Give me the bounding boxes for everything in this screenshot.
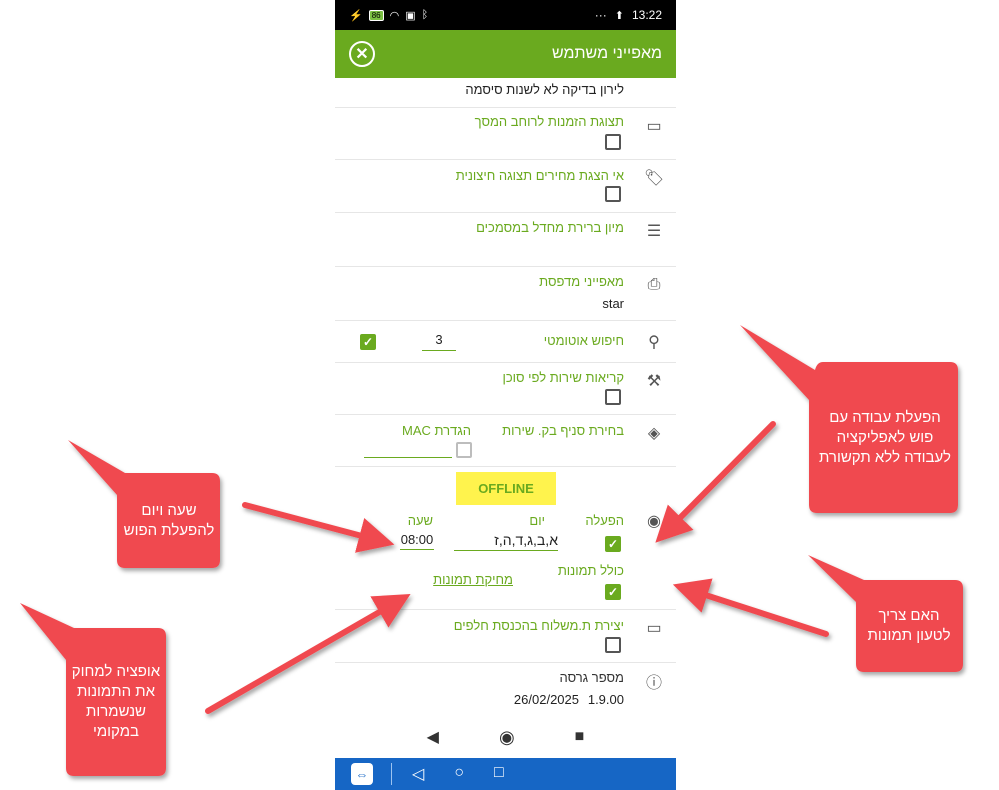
push-day-label: יום [529, 513, 545, 528]
version-label: מספר גרסה [559, 670, 624, 685]
charging-icon: ⚡ [349, 9, 363, 22]
branch-row[interactable]: ◈ בחירת סניף בק. שירות הגדרת MAC [335, 415, 676, 467]
auto-search-checkbox[interactable]: ✓ [360, 334, 376, 350]
more-notifications-icon: ··· [594, 8, 607, 22]
hide-prices-row[interactable]: 🏷 אי הצגת מחירים תצוגה חיצונית [335, 160, 676, 213]
battery-icon: 86 [368, 9, 384, 21]
mac-input[interactable] [364, 457, 452, 458]
callout-load-images-text: האם צריך לטעון תמונות [867, 606, 951, 644]
sort-default-row[interactable]: ☰ מיון ברירת מחדל במסמכים [335, 213, 676, 267]
service-calls-label: קריאות שירות לפי סוכן [502, 370, 624, 385]
status-bar: ⚡ 86 ◠ ▣ ᛒ ··· ⬆ 13:22 [335, 0, 676, 30]
layers-icon: ◈ [647, 425, 661, 442]
auto-search-count-input[interactable]: 3 [422, 332, 456, 351]
close-icon[interactable]: ✕ [349, 41, 375, 67]
user-row: לירון בדיקה לא לשנות סיסמה [335, 78, 676, 108]
printer-value: star [602, 296, 624, 311]
push-images-checkbox[interactable]: ✓ [605, 584, 621, 600]
filter-icon: ☰ [646, 223, 662, 240]
callout-delete-images-text: אופציה למחוק את התמונות שנשמרות במקומי [71, 662, 161, 741]
wifi-icon: ◠ [389, 9, 400, 22]
version-number: 1.9.00 [587, 692, 624, 707]
push-enable-checkbox[interactable]: ✓ [605, 536, 621, 552]
offline-button[interactable]: OFFLINE [456, 472, 556, 505]
remote-home-icon[interactable]: ○ [454, 764, 464, 781]
settings-list: לירון בדיקה לא לשנות סיסמה ▭ תצוגת הזמנו… [335, 78, 676, 723]
push-hour-input[interactable]: 08:00 [400, 532, 434, 550]
fullwidth-orders-checkbox[interactable] [605, 134, 621, 150]
auto-search-row[interactable]: ⚲ חיפוש אוטומטי 3 ✓ [335, 321, 676, 363]
version-row: ⓘ מספר גרסה 1.9.00 26/02/2025 [335, 663, 676, 723]
callout-time-day-text: שעה ויום להפעלת הפוש [123, 501, 215, 539]
fullwidth-orders-label: תצוגת הזמנות לרוחב המסך [474, 114, 624, 129]
search-icon: ⚲ [648, 334, 660, 351]
printer-label: מאפייני מדפסת [539, 274, 624, 289]
fullwidth-orders-row[interactable]: ▭ תצוגת הזמנות לרוחב המסך [335, 108, 676, 160]
user-name-text: לירון בדיקה לא לשנות סיסמה [465, 82, 624, 97]
printer-row[interactable]: ⎙ מאפייני מדפסת star [335, 267, 676, 321]
display-icon: ▭ [646, 118, 662, 135]
bluetooth-icon: ᛒ [421, 9, 429, 21]
service-calls-row[interactable]: ⚒ קריאות שירות לפי סוכן [335, 363, 676, 415]
remote-recents-icon[interactable]: □ [493, 764, 504, 781]
clock: 13:22 [631, 8, 662, 22]
service-calls-checkbox[interactable] [605, 389, 621, 405]
phone-screen: ⚡ 86 ◠ ▣ ᛒ ··· ⬆ 13:22 ✕ מאפייני משתמש ל… [335, 0, 676, 790]
hide-prices-label: אי הצגת מחירים תצוגה חיצונית [455, 168, 624, 183]
push-images-label: כולל תמונות [557, 563, 624, 578]
hide-prices-checkbox[interactable] [605, 186, 621, 202]
teamviewer-nav: ◁ ○ □ [412, 764, 504, 784]
push-signal-icon: ◉ [647, 513, 661, 530]
arrow-to-push-enable [655, 421, 776, 543]
tools-icon: ⚒ [646, 373, 662, 390]
status-icons-left: ⚡ 86 ◠ ▣ ᛒ [349, 9, 428, 22]
arrow-to-images-checkbox [672, 578, 829, 637]
android-nav-bar: ◀ ◉ ■ [335, 716, 676, 758]
remote-back-icon[interactable]: ◁ [412, 766, 425, 783]
delivery-note-label: יצירת ת.משלוח בהכנסת חלפים [453, 618, 624, 633]
mac-label: הגדרת MAC [402, 423, 471, 438]
home-icon[interactable]: ◉ [498, 726, 515, 747]
callout-push-work-text: הפעלת עבודה עם פוש לאפליקציה לעבודה ללא … [819, 408, 951, 467]
sort-default-label: מיון ברירת מחדל במסמכים [476, 220, 624, 235]
back-icon[interactable]: ◀ [426, 729, 439, 746]
delivery-note-row[interactable]: ▭ יצירת ת.משלוח בהכנסת חלפים [335, 610, 676, 663]
tag-icon: 🏷 [643, 170, 665, 187]
push-day-input[interactable]: א,ב,ג,ד,ה,ז [454, 532, 558, 551]
push-hour-label: שעה [407, 513, 433, 528]
mac-checkbox[interactable] [456, 442, 472, 458]
app-bar: ✕ מאפייני משתמש [335, 30, 676, 78]
branch-label: בחירת סניף בק. שירות [502, 423, 624, 438]
delete-images-link[interactable]: מחיקת תמונות [433, 572, 513, 587]
push-row: ◉ הפעלה ✓ יום א,ב,ג,ד,ה,ז שעה 08:00 כולל… [335, 467, 676, 610]
page-title: מאפייני משתמש [551, 45, 662, 62]
teamviewer-divider [391, 763, 392, 785]
push-enable-label: הפעלה [585, 513, 624, 528]
auto-search-label: חיפוש אוטומטי [543, 333, 624, 348]
status-icons-right: ··· ⬆ 13:22 [595, 8, 662, 22]
recents-icon[interactable]: ■ [574, 728, 585, 745]
upload-icon: ⬆ [614, 9, 624, 22]
teamviewer-icon[interactable]: ⇔ [351, 763, 373, 785]
delivery-note-checkbox[interactable] [605, 637, 621, 653]
info-icon: ⓘ [646, 675, 663, 692]
sim-icon: ▣ [405, 9, 416, 22]
printer-icon: ⎙ [647, 276, 661, 293]
display-icon: ▭ [646, 620, 662, 637]
version-date: 26/02/2025 [513, 692, 579, 707]
teamviewer-bar: ⇔ ◁ ○ □ [335, 758, 676, 790]
